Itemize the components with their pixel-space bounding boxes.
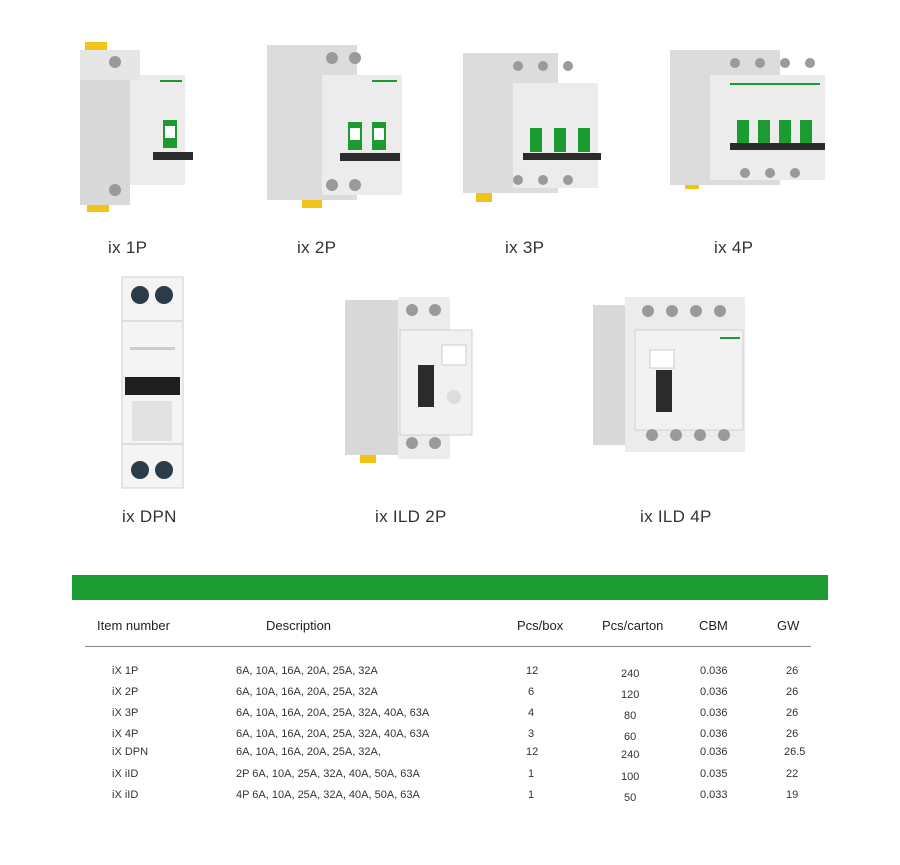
rcd-4p-icon: [593, 297, 745, 452]
caption-ix-ild-4p: ix ILD 4P: [640, 507, 712, 526]
product-ix-2p: [262, 40, 407, 210]
cell-pcs-carton: 50: [624, 792, 637, 804]
cell-item: iX 2P: [112, 686, 139, 698]
cell-gw: 19: [786, 789, 799, 801]
cell-cbm: 0.036: [700, 746, 728, 758]
cell-item: iX iID: [112, 789, 139, 801]
cell-cbm: 0.035: [700, 768, 728, 780]
mcb-4p-icon: [670, 50, 825, 189]
cell-gw: 26: [786, 728, 799, 740]
cell-description: 6A, 10A, 16A, 20A, 25A, 32A, 40A, 63A: [236, 728, 430, 740]
cell-description: 4P 6A, 10A, 25A, 32A, 40A, 50A, 63A: [236, 789, 420, 801]
cell-pcs-carton: 60: [624, 731, 637, 743]
mcb-1p-icon: [80, 42, 193, 212]
cell-pcs-carton: 240: [621, 668, 640, 680]
product-ix-ild-2p: [340, 295, 475, 465]
header-gw: GW: [777, 618, 800, 633]
cell-item: iX 4P: [112, 728, 139, 740]
caption-ix-dpn: ix DPN: [122, 507, 177, 526]
cell-item: iX 3P: [112, 707, 139, 719]
cell-description: 2P 6A, 10A, 25A, 32A, 40A, 50A, 63A: [236, 768, 420, 780]
header-item-number: Item number: [97, 618, 170, 633]
cell-description: 6A, 10A, 16A, 20A, 25A, 32A,: [236, 746, 381, 758]
cell-cbm: 0.036: [700, 665, 728, 677]
product-ix-3p: [458, 48, 603, 203]
header-pcs-box: Pcs/box: [517, 618, 564, 633]
header-cbm: CBM: [699, 618, 728, 633]
header-description: Description: [266, 618, 332, 633]
table-header-rule: [85, 646, 811, 647]
caption-ix-3p: ix 3P: [505, 238, 545, 257]
mcb-3p-icon: [463, 53, 601, 202]
cell-pcs-carton: 240: [621, 749, 640, 761]
cell-gw: 26: [786, 707, 799, 719]
product-ix-1p: [75, 40, 195, 215]
cell-cbm: 0.036: [700, 686, 728, 698]
cell-pcs-carton: 120: [621, 689, 640, 701]
cell-item: iX DPN: [112, 746, 149, 758]
caption-ix-2p: ix 2P: [297, 238, 337, 257]
cell-pcs-box: 1: [528, 789, 535, 801]
cell-cbm: 0.033: [700, 789, 728, 801]
cell-pcs-box: 4: [528, 707, 535, 719]
header-pcs-carton: Pcs/carton: [602, 618, 664, 633]
mcb-2p-icon: [267, 45, 402, 208]
cell-gw: 26: [786, 665, 799, 677]
cell-pcs-carton: 80: [624, 710, 637, 722]
cell-gw: 26.5: [784, 746, 806, 758]
cell-gw: 22: [786, 768, 799, 780]
product-ix-dpn: [120, 275, 185, 490]
cell-item: iX iID: [112, 768, 139, 780]
product-ix-ild-4p: [590, 295, 750, 455]
product-ix-4p: [665, 45, 830, 195]
cell-pcs-box: 6: [528, 686, 535, 698]
rcd-2p-icon: [345, 297, 473, 463]
cell-description: 6A, 10A, 16A, 20A, 25A, 32A, 40A, 63A: [236, 707, 430, 719]
cell-pcs-box: 1: [528, 768, 535, 780]
caption-ix-1p: ix 1P: [108, 238, 148, 257]
cell-pcs-box: 12: [526, 665, 539, 677]
cell-description: 6A, 10A, 16A, 20A, 25A, 32A: [236, 665, 378, 677]
caption-ix-4p: ix 4P: [714, 238, 754, 257]
cell-pcs-box: 3: [528, 728, 535, 740]
cell-cbm: 0.036: [700, 728, 728, 740]
cell-cbm: 0.036: [700, 707, 728, 719]
cell-pcs-carton: 100: [621, 771, 640, 783]
dpn-breaker-icon: [121, 276, 184, 489]
cell-item: iX 1P: [112, 665, 139, 677]
caption-ix-ild-2p: ix ILD 2P: [375, 507, 447, 526]
cell-pcs-box: 12: [526, 746, 539, 758]
cell-description: 6A, 10A, 16A, 20A, 25A, 32A: [236, 686, 378, 698]
cell-gw: 26: [786, 686, 799, 698]
section-divider-bar: [72, 575, 828, 600]
